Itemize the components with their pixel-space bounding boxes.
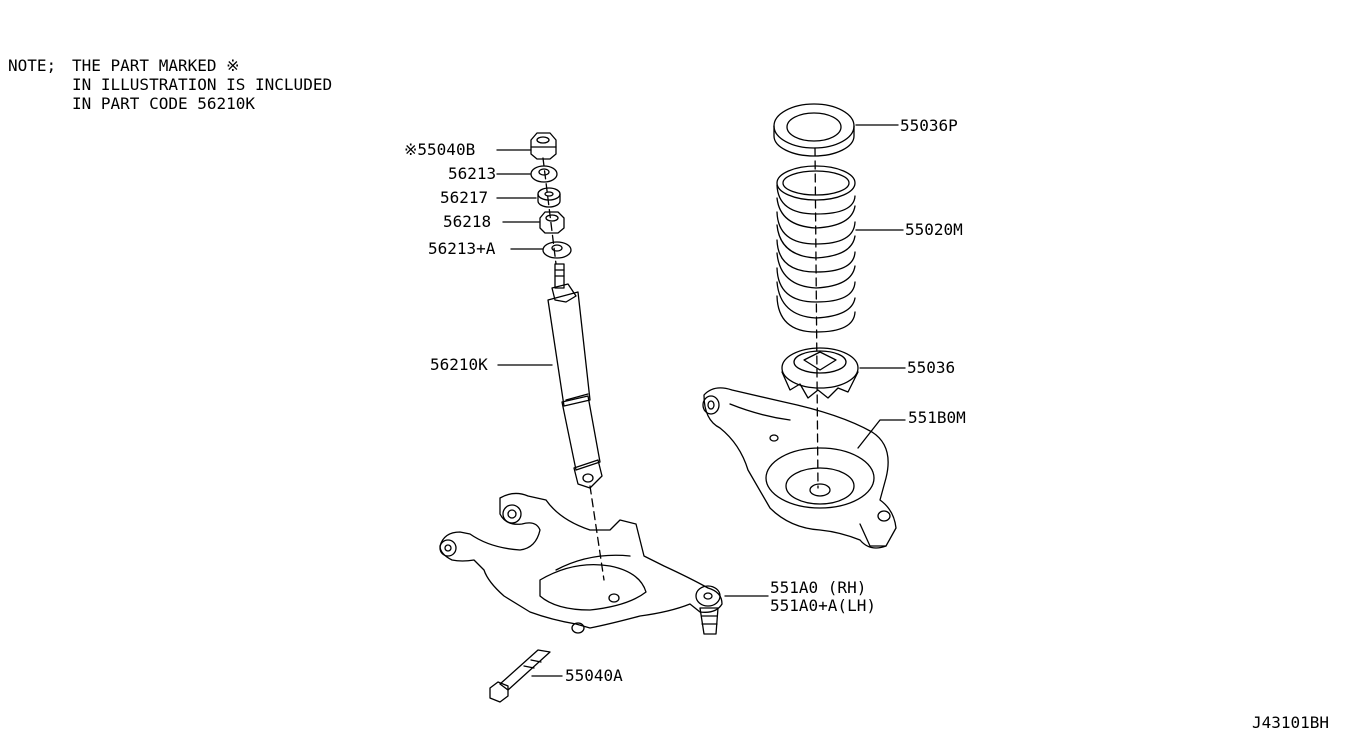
note-line-1: THE PART MARKED ※ (72, 56, 240, 75)
bushing-56217 (538, 188, 560, 207)
nut-55040b (531, 133, 556, 159)
label-56210k: 56210K (430, 355, 488, 374)
label-56217: 56217 (440, 188, 489, 207)
washer-56213a (543, 242, 571, 258)
lower-arm-551a0 (440, 493, 722, 634)
shock-absorber-56210k (548, 264, 602, 488)
lower-link-551b0m (703, 388, 896, 548)
label-55040b: ※55040B (404, 140, 476, 159)
label-55020m: 55020M (905, 220, 963, 239)
diagram-code: J43101BH (1252, 713, 1330, 732)
bolt-55040a (490, 650, 550, 702)
centre-lines (543, 148, 818, 580)
lower-seat-55036 (782, 348, 858, 398)
label-56213: 56213 (448, 164, 497, 183)
label-55036: 55036 (907, 358, 956, 377)
label-56218: 56218 (443, 212, 492, 231)
label-551a0-rh: 551A0 (RH) (770, 578, 867, 597)
label-551b0m: 551B0M (908, 408, 966, 427)
note-prefix: NOTE; (8, 56, 57, 75)
leader-lines (497, 125, 905, 676)
label-56213a: 56213+A (428, 239, 496, 258)
label-55036p: 55036P (900, 116, 958, 135)
note-line-2: IN ILLUSTRATION IS INCLUDED (72, 75, 333, 94)
note-line-3: IN PART CODE 56210K (72, 94, 256, 113)
label-55040a: 55040A (565, 666, 623, 685)
washer-56213 (531, 166, 557, 182)
label-551a0-lh: 551A0+A(LH) (770, 596, 876, 615)
upper-seat-55036p (774, 104, 854, 156)
